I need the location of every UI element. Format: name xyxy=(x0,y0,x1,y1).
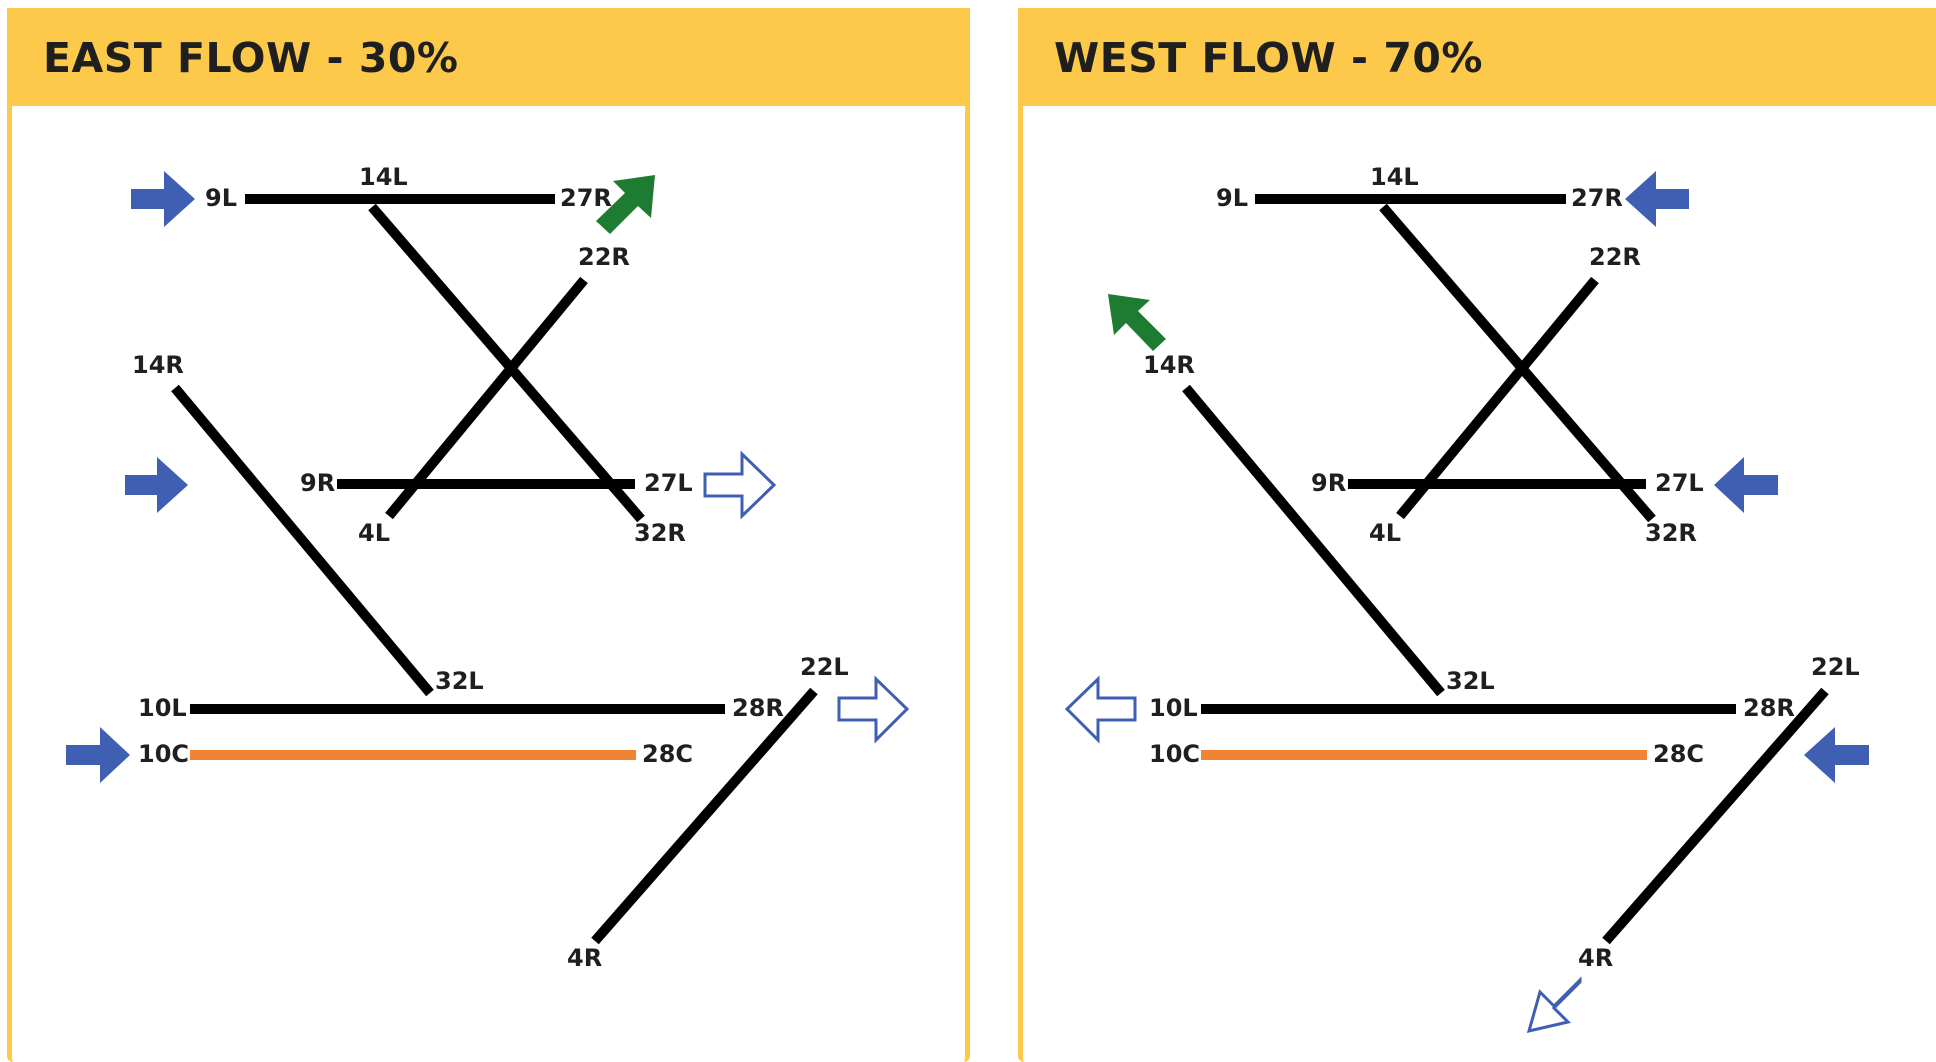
arrival-arrow-icon xyxy=(131,171,195,227)
runway-label-28R: 28R xyxy=(732,694,784,722)
runway-label-4R: 4R xyxy=(567,944,602,972)
runway-label-10C: 10C xyxy=(138,740,189,768)
runway-label-27L: 27L xyxy=(644,469,693,497)
west-flow-title: WEST FLOW - 70% xyxy=(1054,34,1483,82)
runway-label-10L: 10L xyxy=(138,694,187,722)
runway-label-22R: 22R xyxy=(1589,243,1641,271)
runway-label-10L: 10L xyxy=(1149,694,1198,722)
runway-14L-32R xyxy=(1379,203,1656,523)
arrival-arrow-icon xyxy=(66,727,130,783)
runway-label-14R: 14R xyxy=(1143,351,1195,379)
west-flow-panel: WEST FLOW - 70% 9L 14L 27R 22R 14R 9R 27… xyxy=(1018,8,1936,1062)
runway-label-4R: 4R xyxy=(1578,944,1613,972)
runway-label-28C: 28C xyxy=(1653,740,1704,768)
west-flow-header: WEST FLOW - 70% xyxy=(1018,8,1936,106)
east-runway-diagram: 9L 14L 27R 22R 14R 9R 27L 4L 32R 32L 22L… xyxy=(66,163,910,972)
departure-outline-arrow-icon xyxy=(1064,675,1137,744)
runway-label-27L: 27L xyxy=(1655,469,1704,497)
runway-label-4L: 4L xyxy=(358,519,390,547)
runway-label-32L: 32L xyxy=(435,667,484,695)
runway-label-14R: 14R xyxy=(132,351,184,379)
runway-4L-22R xyxy=(385,276,588,520)
runway-label-14L: 14L xyxy=(359,163,408,191)
runway-label-27R: 27R xyxy=(1571,184,1623,212)
runway-label-27R: 27R xyxy=(560,184,612,212)
departure-outline-arrow-icon xyxy=(703,450,777,520)
runway-label-32L: 32L xyxy=(1446,667,1495,695)
runway-14R-32L xyxy=(171,384,434,697)
runway-label-32R: 32R xyxy=(634,519,686,547)
runway-label-22R: 22R xyxy=(578,243,630,271)
runway-label-14L: 14L xyxy=(1370,163,1419,191)
runway-4L-22R xyxy=(1396,276,1599,520)
arrival-arrow-icon xyxy=(1625,171,1689,227)
departure-arrow-icon xyxy=(596,175,655,234)
departure-arrow-icon xyxy=(1108,294,1166,351)
runway-label-32R: 32R xyxy=(1645,519,1697,547)
runway-label-28R: 28R xyxy=(1743,694,1795,722)
runway-4R-22L xyxy=(591,687,818,945)
departure-outline-arrow-icon xyxy=(837,675,910,744)
runway-label-9L: 9L xyxy=(205,184,237,212)
arrival-arrow-icon xyxy=(1714,457,1778,513)
east-flow-panel: EAST FLOW - 30% 9L 14L 27R 22R 14R 9R 27… xyxy=(7,8,970,1062)
runway-label-9L: 9L xyxy=(1216,184,1248,212)
runway-14L-32R xyxy=(368,203,645,523)
runway-14R-32L xyxy=(1182,384,1445,697)
east-flow-header: EAST FLOW - 30% xyxy=(7,8,970,106)
runway-label-28C: 28C xyxy=(642,740,693,768)
east-flow-title: EAST FLOW - 30% xyxy=(43,34,459,82)
west-runway-diagram: 9L 14L 27R 22R 14R 9R 27L 4L 32R 32L 22L… xyxy=(1064,163,1869,1034)
runway-label-4L: 4L xyxy=(1369,519,1401,547)
departure-outline-arrow-icon xyxy=(1526,976,1582,1034)
runway-label-22L: 22L xyxy=(800,653,849,681)
runway-4R-22L xyxy=(1602,687,1829,945)
runway-label-9R: 9R xyxy=(300,469,335,497)
arrival-arrow-icon xyxy=(125,457,188,513)
runway-label-9R: 9R xyxy=(1311,469,1346,497)
runway-label-10C: 10C xyxy=(1149,740,1200,768)
arrival-arrow-icon xyxy=(1804,727,1869,783)
runway-label-22L: 22L xyxy=(1811,653,1860,681)
